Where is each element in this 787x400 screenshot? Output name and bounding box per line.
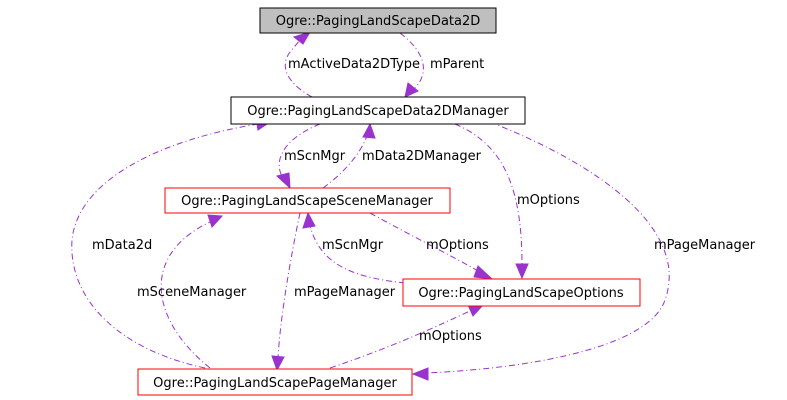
edge-label-scn-mgr-2: mScnMgr (322, 238, 384, 253)
edge-page-manager-2-arrow (271, 355, 285, 372)
node-options[interactable]: Ogre::PagingLandScapeOptions (402, 278, 641, 307)
edge-data2d-manager (322, 132, 369, 189)
edge-label-data2d: mData2d (92, 238, 152, 253)
edge-label-options-1: mOptions (517, 193, 580, 208)
edge-label-data2d-manager: mData2DManager (362, 149, 482, 164)
edge-page-manager-1-arrow (411, 367, 429, 381)
edge-labels: mActiveData2DType mParent mScnMgr mData2… (92, 57, 756, 344)
edge-active-data2d-type (284, 39, 313, 98)
edge-scn-mgr-2-arrow (302, 211, 316, 229)
edge-label-scn-mgr-1: mScnMgr (284, 149, 346, 164)
edge-options-3 (329, 309, 473, 369)
node-page-manager[interactable]: Ogre::PagingLandScapePageManager (137, 368, 413, 396)
edge-label-options-3: mOptions (419, 329, 482, 344)
node-data2d[interactable]: Ogre::PagingLandScapeData2D (259, 7, 497, 34)
node-options-label: Ogre::PagingLandScapeOptions (418, 286, 624, 301)
edge-scene-manager (160, 221, 211, 369)
edge-active-data2d-type-arrow (292, 31, 312, 45)
node-data2d-label: Ogre::PagingLandScapeData2D (276, 14, 481, 29)
edge-label-page-manager-1: mPageManager (654, 238, 756, 253)
edge-data2d-manager-arrow (362, 122, 376, 139)
node-scene-manager[interactable]: Ogre::PagingLandScapeSceneManager (164, 187, 451, 214)
edge-scn-mgr-2 (309, 224, 406, 284)
edge-parent-arrow (404, 82, 419, 98)
edge-options-2-arrow (473, 265, 494, 280)
edge-options-2 (369, 212, 481, 273)
edge-options-1 (454, 123, 523, 266)
edge-label-active-data2d-type: mActiveData2DType (288, 57, 420, 72)
node-scene-manager-label: Ogre::PagingLandScapeSceneManager (181, 194, 433, 209)
edge-scene-manager-arrow (207, 214, 224, 228)
node-data2d-manager[interactable]: Ogre::PagingLandScapeData2DManager (230, 96, 526, 125)
node-data2d-manager-label: Ogre::PagingLandScapeData2DManager (247, 104, 509, 119)
node-page-manager-label: Ogre::PagingLandScapePageManager (153, 376, 397, 391)
edge-label-scene-manager: mSceneManager (137, 285, 247, 300)
edge-label-parent: mParent (430, 57, 484, 72)
edge-label-options-2: mOptions (426, 238, 489, 253)
edge-scn-mgr-1-arrow (275, 172, 291, 190)
edge-scn-mgr-1 (278, 123, 321, 179)
edge-page-manager-2 (277, 212, 301, 359)
edge-label-page-manager-2: mPageManager (294, 285, 396, 300)
edge-options-1-arrow (515, 263, 529, 280)
edge-options-3-arrow (467, 304, 485, 317)
